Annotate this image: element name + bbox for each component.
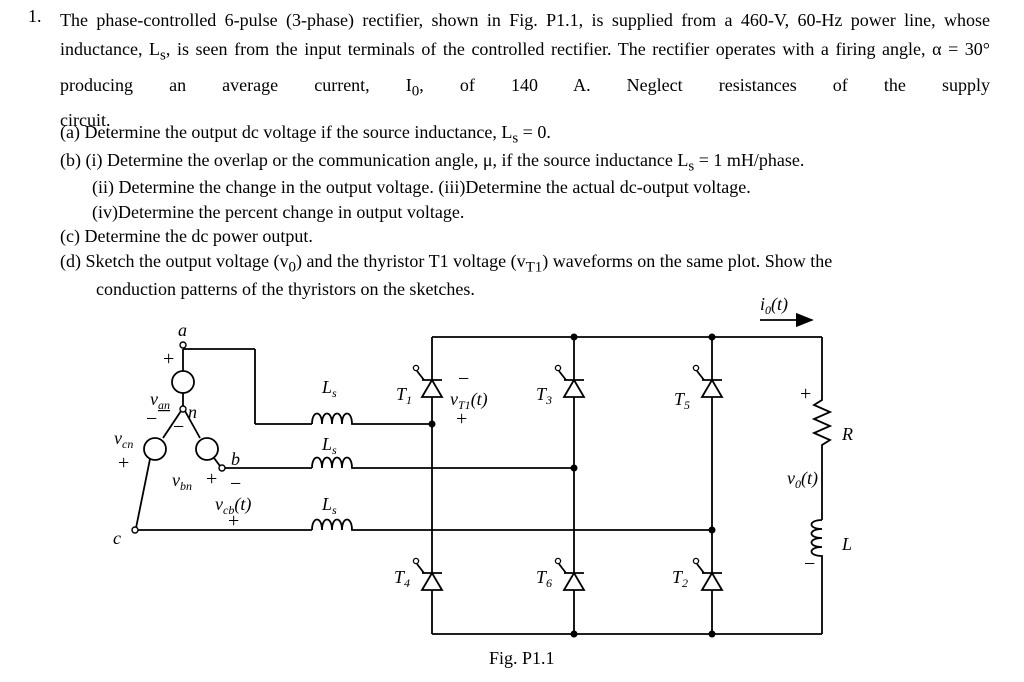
part-b-ii-iii: (ii) Determine the change in the output …	[92, 177, 751, 197]
source-c	[131, 410, 312, 534]
thyristor-t5	[692, 364, 724, 398]
thyristor-t4	[412, 557, 444, 591]
vbn-label: vbn	[172, 470, 192, 493]
t4-label: T4	[394, 567, 410, 590]
ls-label-a: Ls	[321, 377, 337, 400]
node-c-label: c	[113, 528, 121, 548]
node-n-label: n	[188, 402, 197, 422]
thyristor-t2	[692, 557, 724, 591]
thyristor-t1	[412, 364, 444, 398]
node-a-label: a	[178, 320, 187, 340]
part-d-cont: conduction patterns of the thyristors on…	[96, 279, 475, 299]
source-a	[171, 341, 312, 425]
load-inductor	[810, 519, 823, 595]
inductor-ls-a	[311, 412, 432, 425]
part-c: (c) Determine the dc power output.	[60, 226, 313, 246]
t3-label: T3	[536, 384, 552, 407]
vbn-plus: +	[206, 468, 217, 490]
van-label: van	[150, 389, 170, 412]
vbn-minus: −	[230, 473, 241, 495]
neutral-node	[179, 405, 187, 413]
vt1-plus: +	[456, 408, 467, 430]
inductor-ls-c	[311, 518, 712, 531]
problem-intro: The phase-controlled 6-pulse (3-phase) r…	[60, 10, 991, 131]
vo-label: v0(t)	[787, 468, 818, 491]
t6-label: T6	[536, 567, 552, 590]
part-b: (b) (i) Determine the overlap or the com…	[60, 150, 805, 175]
t1-label: T1	[396, 384, 412, 407]
inductor-label: L	[841, 534, 852, 554]
figure-caption: Fig. P1.1	[489, 648, 555, 668]
part-d: (d) Sketch the output voltage (v0) and t…	[60, 251, 833, 276]
vcn-plus: +	[118, 452, 129, 474]
t5-label: T5	[674, 389, 690, 412]
vo-minus: −	[804, 553, 815, 575]
vt1-minus: −	[458, 368, 469, 390]
vcn-label: vcn	[114, 428, 133, 451]
io-label: i0(t)	[760, 294, 788, 317]
part-b-iv: (iv)Determine the percent change in outp…	[92, 202, 465, 222]
vcn-minus: −	[173, 416, 184, 438]
vt1-label: vT1(t)	[450, 389, 488, 412]
ls-label-c: Ls	[321, 494, 337, 517]
ls-label-b: Ls	[321, 434, 337, 457]
vcb-label: vcb(t)	[215, 494, 251, 517]
van-minus: −	[146, 408, 157, 430]
thyristor-t3	[554, 364, 586, 398]
node-b-label: b	[231, 449, 240, 469]
t2-label: T2	[672, 567, 688, 590]
load-resistor	[811, 395, 833, 520]
problem-number: 1.	[28, 6, 42, 26]
vo-plus: +	[800, 383, 811, 405]
van-plus: +	[163, 348, 174, 370]
vcb-plus: +	[228, 510, 239, 532]
part-a: (a) Determine the output dc voltage if t…	[60, 122, 551, 147]
resistor-label: R	[841, 424, 853, 444]
thyristor-t6	[554, 557, 586, 591]
source-b	[184, 410, 312, 472]
inductor-ls-b	[311, 456, 574, 469]
